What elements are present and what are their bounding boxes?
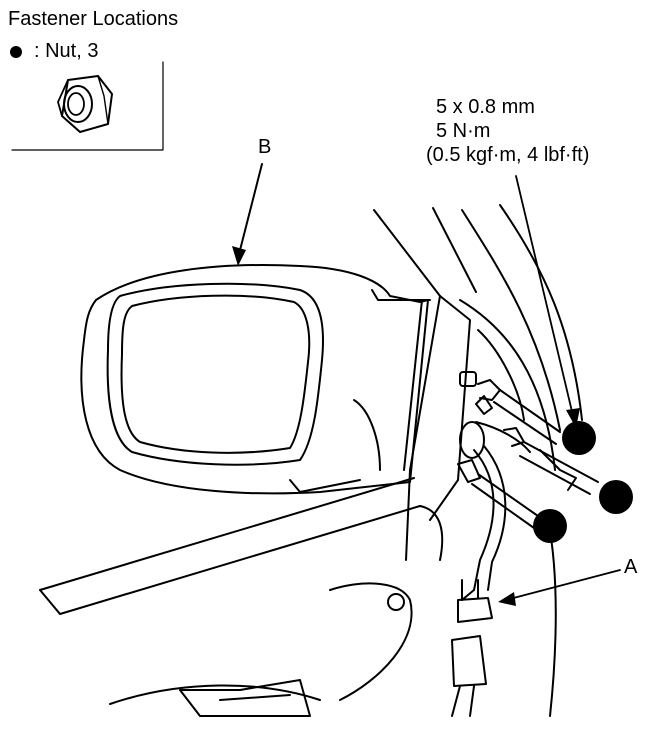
part-label-a: A (624, 556, 638, 578)
nut-markers (533, 421, 633, 543)
legend-item-label: : Nut, 3 (34, 40, 99, 62)
filled-circle-icon (10, 45, 22, 58)
leader-line-b (237, 163, 263, 259)
arrowhead-a (498, 592, 516, 606)
nut-marker-1 (562, 421, 596, 455)
nut-icon (57, 75, 113, 133)
part-label-b: B (258, 136, 272, 158)
door-frame (373, 204, 583, 717)
leader-line-spec (515, 175, 575, 421)
torque-spec-line-2: 5 N·m (436, 120, 491, 142)
legend-item: : Nut, 3 (10, 40, 98, 63)
nut-marker-2 (599, 480, 633, 514)
nut-marker-3 (533, 509, 567, 543)
door-panel (39, 477, 444, 717)
torque-spec-line-3: (0.5 kgf·m, 4 lbf·ft) (426, 144, 590, 166)
leader-line-a (505, 569, 621, 601)
wiring-harness (451, 445, 507, 717)
torque-spec-line-1: 5 x 0.8 mm (436, 96, 535, 118)
mirror-assembly (80, 264, 431, 495)
legend-title: Fastener Locations (8, 8, 179, 30)
legend-frame (11, 61, 164, 151)
mirror-studs (457, 371, 599, 529)
arrowhead-b (232, 246, 246, 266)
